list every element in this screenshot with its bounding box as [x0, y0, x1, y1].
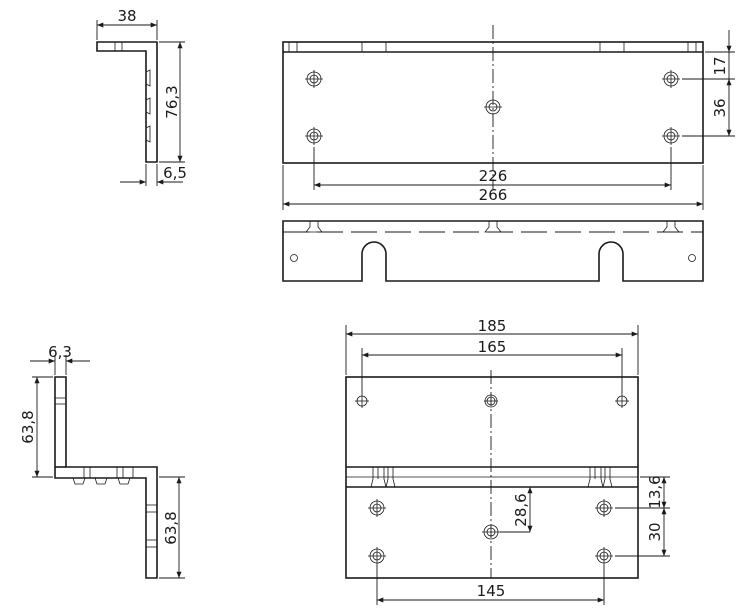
mounting-hole-icon — [368, 499, 386, 517]
end-hole-icon — [688, 254, 696, 262]
mounting-hole-icon — [305, 70, 323, 88]
mounting-hole-icon — [355, 394, 369, 408]
mounting-hole-icon — [482, 524, 500, 540]
dim-76-3: 76,3 — [163, 85, 181, 118]
dim-28-6: 28,6 — [512, 493, 530, 526]
mounting-hole-icon — [662, 127, 680, 145]
top-side-view: 38 76,3 6,5 — [96, 7, 187, 186]
dim-17: 17 — [711, 56, 729, 75]
mounting-hole-icon — [484, 99, 502, 115]
top-front-view: 226 266 17 36 — [282, 25, 735, 210]
dim-6-3: 6,3 — [48, 343, 72, 361]
mounting-hole-icon — [368, 547, 386, 565]
dim-36: 36 — [711, 98, 729, 117]
top-bottom-view — [282, 220, 704, 282]
dim-6-5: 6,5 — [163, 164, 187, 182]
dim-145: 145 — [477, 582, 506, 600]
mounting-hole-icon — [595, 547, 613, 565]
mounting-hole-icon — [662, 70, 680, 88]
dim-38: 38 — [117, 7, 136, 25]
bottom-side-view: 6,3 63,8 63,8 — [19, 343, 185, 579]
mounting-hole-icon — [615, 394, 629, 408]
mounting-hole-icon — [305, 127, 323, 145]
dim-30: 30 — [646, 522, 664, 541]
dim-185: 185 — [478, 317, 507, 335]
mounting-hole-icon — [595, 499, 613, 517]
end-hole-icon — [290, 254, 298, 262]
dim-266: 266 — [479, 186, 508, 204]
mounting-hole-icon — [484, 394, 498, 408]
dim-165: 165 — [478, 338, 507, 356]
dim-63-8-lower: 63,8 — [162, 511, 180, 544]
dim-63-8-upper: 63,8 — [19, 410, 37, 443]
dim-13-6: 13,6 — [646, 475, 664, 508]
dim-226: 226 — [479, 167, 508, 185]
bottom-front-view: 185 165 145 28,6 13,6 30 — [345, 317, 670, 605]
